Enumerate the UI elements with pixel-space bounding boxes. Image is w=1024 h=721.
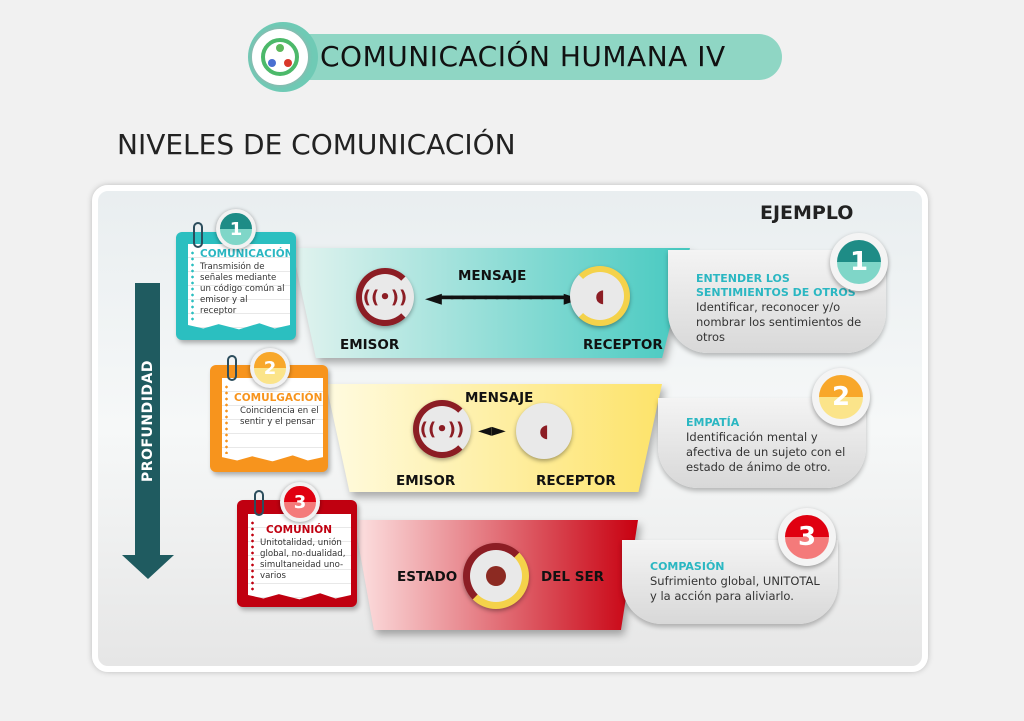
being-label: DEL SER: [541, 569, 605, 585]
receiver-label: RECEPTOR: [536, 473, 616, 489]
state-label: ESTADO: [397, 569, 458, 585]
level-title: COMUNIÓN: [266, 524, 333, 536]
example-title: ENTENDER LOS SENTIMIENTOS DE OTROS: [696, 272, 856, 299]
message-label: MENSAJE: [465, 390, 534, 406]
message-label: MENSAJE: [458, 268, 527, 284]
paperclip-icon: [227, 355, 237, 381]
receiver-icon: ◖: [570, 266, 630, 326]
double-arrow-icon: ◄━━━━━━━━━━━►: [425, 286, 581, 311]
level-description: Unitotalidad, unión global, no-dualidad,…: [260, 538, 346, 581]
being-icon: [463, 543, 529, 609]
level-description: Coincidencia en el sentir y el pensar: [240, 406, 319, 427]
depth-arrow: [135, 283, 160, 558]
level-number: 2: [254, 352, 286, 384]
example-heading: EJEMPLO: [760, 202, 854, 224]
example-description: Identificación mental y afectiva de un s…: [686, 430, 846, 474]
level-number: 1: [220, 213, 252, 245]
depth-label: PROFUNDIDAD: [139, 359, 156, 482]
emitter-icon: ((•)): [413, 400, 471, 458]
sender-label: EMISOR: [340, 337, 400, 353]
receiver-icon: ◖: [516, 403, 572, 459]
example-description: Identificar, reconocer y/o nombrar los s…: [696, 300, 862, 344]
example-title: EMPATÍA: [686, 416, 740, 429]
header-banner: [292, 34, 782, 80]
section-title: NIVELES DE COMUNICACIÓN: [117, 128, 516, 161]
people-network-icon: [252, 29, 308, 85]
example-number: 3: [784, 514, 830, 560]
level-2-band: [326, 384, 662, 492]
arrow-down-icon: [122, 555, 174, 579]
level-title: COMUNICACIÓN: [200, 248, 294, 260]
level-title: COMULGACIÓN: [234, 392, 323, 404]
example-description: Sufrimiento global, UNITOTAL y la acción…: [650, 574, 820, 603]
level-number: 3: [284, 486, 316, 518]
page-title: COMUNICACIÓN HUMANA IV: [320, 40, 726, 73]
sender-label: EMISOR: [396, 473, 456, 489]
example-number: 1: [836, 239, 882, 285]
receiver-label: RECEPTOR: [583, 337, 663, 353]
example-number: 2: [818, 374, 864, 420]
paperclip-icon: [193, 222, 203, 248]
level-description: Transmisión de señales mediante un códig…: [200, 262, 285, 316]
paperclip-icon: [254, 490, 264, 516]
example-title: COMPASIÓN: [650, 560, 725, 573]
emitter-icon: ((•)): [356, 268, 414, 326]
double-arrow-icon: ◄►: [478, 420, 506, 441]
